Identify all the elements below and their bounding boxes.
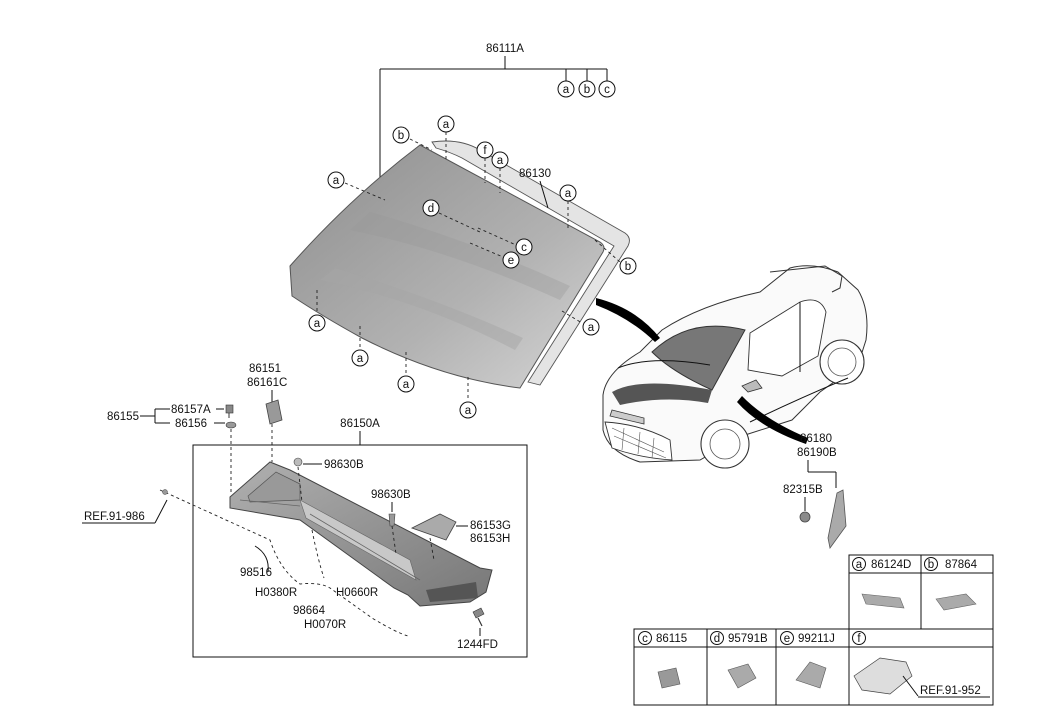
label-98630b-mid: 98630B [371,489,411,501]
clip-82315b [799,511,811,523]
label-ref-91-986: REF.91-986 [84,511,145,523]
label-82315b: 82315B [783,484,823,496]
svg-text:f: f [857,633,861,645]
legend-c: c 86115 [638,631,687,689]
windshield-glass [289,140,630,389]
svg-text:f: f [483,145,487,157]
label-h0660r: H0660R [336,587,378,599]
label-86157a: 86157A [171,404,211,416]
fastener-group: 86151 86161C 86155 86157A 86156 [107,363,287,492]
label-86180: 86180 [800,433,832,445]
svg-text:b: b [625,261,631,273]
legend-c-part: 86115 [656,633,687,645]
legend-table: a 86124D b 87864 c 86115 d 95791B [633,554,994,706]
cowl-box: 86150A [192,418,528,658]
label-86161c: 86161C [247,377,287,389]
svg-text:e: e [508,255,514,267]
label-86111a: 86111A [486,43,524,55]
ref-left: REF.91-986 [82,489,168,524]
cowl-callouts: 98630B 98630B 86153G 86153H 98516 H0380R… [159,457,511,651]
svg-text:a: a [443,119,450,131]
legend-e-image [795,661,827,689]
label-98664: 98664 [293,605,326,617]
legend-c-image [657,667,681,689]
pointer-arrows [596,298,808,444]
label-1244fd: 1244FD [457,639,498,651]
svg-text:a: a [314,318,321,330]
legend-d-image [727,663,757,689]
label-86156: 86156 [175,418,207,430]
cowl-panel [229,461,493,607]
svg-text:a: a [497,155,504,167]
glass-panel [289,144,605,389]
legend-f: f REF.91-952 [852,631,990,698]
legend-b-part: 87864 [945,559,978,571]
label-98516: 98516 [240,567,272,579]
svg-text:a: a [333,175,340,187]
top-callouts: a b c [557,80,616,98]
legend-a-part: 86124D [871,559,911,571]
svg-text:c: c [604,84,610,96]
svg-text:e: e [784,633,790,645]
glass-callouts: a b a f a 86130 a d c e b a a a a a [308,115,637,419]
pillar-trim-group: 86180 86190B 82315B [783,433,847,549]
pillar-trim [827,489,847,549]
svg-text:b: b [584,84,590,96]
legend-d: d 95791B [710,631,768,689]
cover-86153 [410,513,457,541]
svg-text:a: a [856,559,863,571]
svg-text:d: d [714,633,720,645]
label-86150a: 86150A [340,418,380,430]
svg-text:a: a [588,322,595,334]
label-86153g: 86153G [470,520,511,532]
screw-86157a [225,404,234,414]
label-86190b: 86190B [797,447,837,459]
svg-text:a: a [357,353,364,365]
svg-text:a: a [565,188,572,200]
label-98630b-top: 98630B [324,459,364,471]
legend-a-image [861,593,905,609]
svg-text:a: a [403,379,410,391]
label-86151: 86151 [249,363,281,375]
cowl-side-cover [265,399,283,425]
svg-text:a: a [465,405,472,417]
label-h0380r: H0380R [255,587,297,599]
cowl-box-frame [192,444,528,658]
clip-86156 [225,421,237,429]
legend-b-image [935,593,977,611]
legend-d-part: 95791B [728,633,768,645]
svg-text:a: a [563,84,570,96]
label-h0070r: H0070R [304,619,346,631]
legend-a: a 86124D [852,557,911,609]
svg-text:d: d [428,203,434,215]
legend-f-image [853,657,913,695]
svg-text:b: b [398,130,404,142]
legend-e-part: 99211J [798,633,835,645]
legend-b: b 87864 [924,557,978,611]
svg-text:c: c [642,633,648,645]
car-illustration [602,265,868,469]
svg-text:c: c [521,242,527,254]
moulding-strip [431,140,630,386]
legend-e: e 99211J [780,631,835,689]
label-86153h: 86153H [470,533,510,545]
label-86155: 86155 [107,411,139,423]
svg-text:b: b [928,559,934,571]
label-ref-91-952: REF.91-952 [920,685,981,697]
windshield-leader: 86111A [379,43,608,180]
label-86130: 86130 [519,168,551,180]
